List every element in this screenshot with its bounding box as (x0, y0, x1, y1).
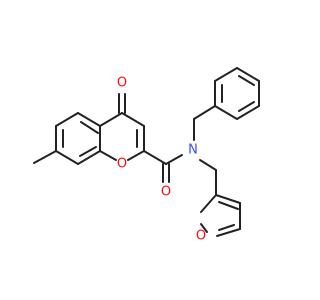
bond (200, 223, 208, 233)
bond (55, 112, 79, 127)
molecule-structure: O O O N O (33, 67, 260, 244)
bond (77, 150, 101, 165)
bond (79, 146, 97, 157)
benzo-ring (33, 112, 101, 165)
bond (214, 67, 238, 82)
bond (143, 150, 167, 165)
bond (218, 224, 235, 231)
furan-oxygen-label: O (196, 229, 206, 244)
bond (216, 228, 241, 237)
bond (55, 150, 79, 165)
bond (99, 112, 123, 127)
bond (236, 67, 260, 82)
bond (80, 121, 99, 134)
amide-group (143, 150, 183, 183)
atom-labels: O O O N O (117, 76, 206, 244)
bond (165, 154, 183, 165)
bond (99, 150, 117, 161)
methyl-bond (33, 150, 57, 164)
benzyl-group (193, 67, 260, 141)
bond (215, 194, 241, 204)
bond (199, 159, 217, 171)
bond (77, 112, 101, 127)
bond (193, 105, 216, 120)
furfuryl-group (199, 159, 241, 237)
bond (127, 150, 145, 161)
bond (214, 105, 238, 120)
bond (238, 75, 255, 86)
bond (238, 101, 255, 112)
amide-nitrogen-label: N (188, 143, 198, 158)
bond (121, 112, 145, 127)
ring-oxygen-label: O (117, 157, 127, 172)
bond (218, 201, 239, 210)
structure-canvas: O O O N O (33, 67, 260, 244)
amide-oxygen-label: O (161, 185, 171, 200)
pyranone-ring (99, 93, 145, 161)
carbonyl-oxygen-label: O (117, 76, 127, 91)
bond (200, 194, 217, 213)
bond (236, 105, 260, 120)
